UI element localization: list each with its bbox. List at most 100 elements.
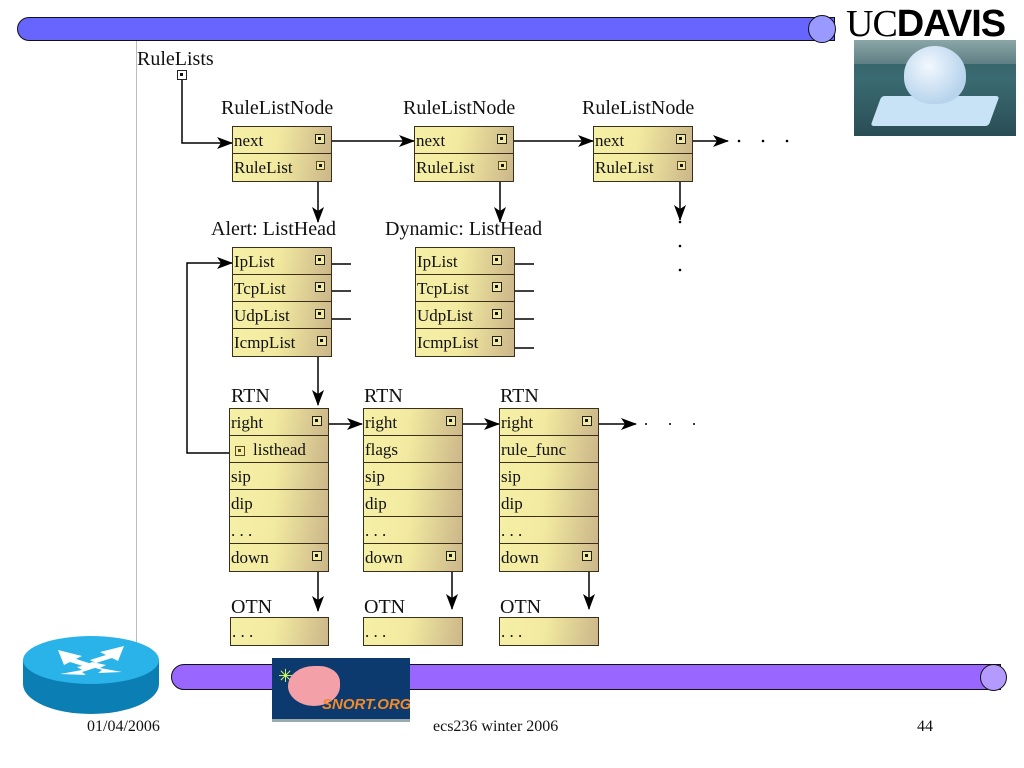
pointer-icon	[315, 134, 325, 144]
continuation-dot	[645, 423, 647, 425]
field-label: dip	[501, 494, 523, 513]
field-label: . . .	[501, 521, 523, 540]
field-tcplist: TcpList	[416, 275, 514, 302]
alert-listhead-label: Alert: ListHead	[211, 218, 336, 240]
field-label: UdpList	[234, 306, 290, 325]
rulelistnode-1: next RuleList	[232, 126, 332, 182]
rulelists-pointer-icon	[177, 70, 187, 80]
field-label: down	[231, 548, 269, 567]
photo-sculpture-egg	[904, 46, 966, 104]
pointer-icon	[315, 282, 325, 292]
pointer-icon	[492, 255, 502, 265]
otn-2: . . .	[363, 617, 463, 646]
dynamic-listhead: IpList TcpList UdpList IcmpList	[415, 247, 515, 357]
continuation-dot	[737, 139, 741, 143]
continuation-dot	[678, 268, 682, 272]
field-udplist: UdpList	[233, 302, 331, 329]
rtn-label: RTN	[364, 385, 403, 407]
field-rulelist: RuleList	[594, 154, 692, 181]
field-label: sip	[365, 467, 385, 486]
field-label: . . .	[231, 521, 253, 540]
field-label: right	[501, 413, 534, 432]
field-rulelist: RuleList	[415, 154, 513, 181]
rulelists-to-node1-arrow	[181, 80, 233, 149]
field-label: sip	[231, 467, 251, 486]
otn-label: OTN	[500, 596, 542, 618]
snort-logo: ✳ SNORT.ORG	[272, 658, 410, 722]
field-sip: sip	[230, 463, 328, 490]
rulelistnode-label: RuleListNode	[221, 97, 334, 119]
rulelistnode-3: next RuleList	[593, 126, 693, 182]
field-label: IpList	[234, 252, 275, 271]
logo-davis: DAVIS	[896, 3, 1006, 45]
field-rulelist: RuleList	[233, 154, 331, 181]
field-dip: dip	[364, 490, 462, 517]
field-label: TcpList	[417, 279, 469, 298]
continuation-dot	[669, 423, 671, 425]
continuation-dot	[678, 220, 682, 224]
continuation-dot	[678, 244, 682, 248]
field-next: next	[233, 127, 331, 154]
pointer-icon	[317, 336, 327, 346]
field-label: down	[501, 548, 539, 567]
field-ellipsis: . . .	[500, 517, 598, 544]
rulelistnode-label: RuleListNode	[403, 97, 516, 119]
field-sip: sip	[500, 463, 598, 490]
field-ellipsis: . . .	[364, 618, 462, 645]
field-label: flags	[365, 440, 399, 459]
pointer-icon	[582, 416, 592, 426]
otn-label: OTN	[364, 596, 406, 618]
listhead-backpointer-arrow	[186, 257, 235, 454]
pointer-icon	[498, 161, 507, 170]
field-label: RuleList	[234, 158, 293, 177]
field-label: next	[416, 131, 446, 150]
field-ellipsis: . . .	[231, 618, 328, 645]
continuation-dot	[693, 423, 695, 425]
field-iplist: IpList	[416, 248, 514, 275]
rulelistnode-2: next RuleList	[414, 126, 514, 182]
field-label: right	[365, 413, 398, 432]
ucdavis-logo: UCDAVIS	[846, 3, 1006, 45]
field-next: next	[415, 127, 513, 154]
content-divider	[136, 41, 137, 661]
field-label: RuleList	[595, 158, 654, 177]
field-label: . . .	[365, 622, 387, 641]
field-flags: flags	[364, 436, 462, 463]
otn-label: OTN	[231, 596, 273, 618]
pointer-icon	[315, 255, 325, 265]
field-label: dip	[365, 494, 387, 513]
logo-uc: UC	[846, 3, 898, 45]
otn-1: . . .	[230, 617, 329, 646]
field-label: IpList	[417, 252, 458, 271]
pointer-icon	[235, 446, 245, 456]
field-dip: dip	[230, 490, 328, 517]
title-bar-end-cap	[808, 15, 836, 43]
title-bar	[17, 17, 835, 41]
field-label: IcmpList	[234, 333, 296, 352]
pointer-icon	[676, 134, 686, 144]
field-label: right	[231, 413, 264, 432]
field-right: right	[230, 409, 328, 436]
field-iplist: IpList	[233, 248, 331, 275]
pointer-icon	[312, 416, 322, 426]
egghead-sculpture-photo	[854, 40, 1016, 136]
continuation-dot	[785, 139, 789, 143]
field-label: . . .	[232, 622, 254, 641]
dynamic-listhead-label: Dynamic: ListHead	[385, 218, 543, 240]
field-tcplist: TcpList	[233, 275, 331, 302]
footer-course: ecs236 winter 2006	[433, 718, 559, 735]
rtn-1: right listhead sip dip . . . down	[229, 408, 329, 572]
pointer-icon	[677, 161, 686, 170]
pointer-icon	[582, 551, 592, 561]
footer-bar-end-cap	[980, 664, 1007, 691]
field-udplist: UdpList	[416, 302, 514, 329]
field-down: down	[500, 544, 598, 571]
field-ellipsis: . . .	[364, 517, 462, 544]
field-down: down	[230, 544, 328, 571]
field-icmplist: IcmpList	[233, 329, 331, 356]
field-right: right	[500, 409, 598, 436]
field-label: next	[595, 131, 625, 150]
pointer-icon	[316, 161, 325, 170]
pointer-icon	[497, 134, 507, 144]
rtn-label: RTN	[500, 385, 539, 407]
